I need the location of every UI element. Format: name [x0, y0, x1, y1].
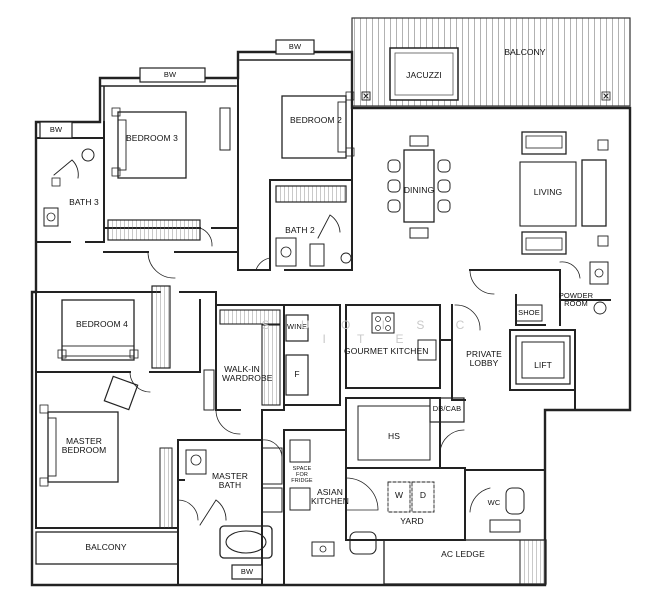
bedroom4-wardrobe: [151, 285, 171, 369]
lift-label: LIFT: [534, 360, 552, 370]
lobby-walls: [469, 269, 611, 391]
living-sofa-right: [581, 159, 607, 227]
asian-kitchen-label: ASIAN KITCHEN: [310, 487, 349, 507]
bedroom2-walls: [237, 59, 353, 271]
bedroom4-label: BEDROOM 4: [76, 319, 128, 329]
wine-label: WINE: [287, 322, 307, 331]
fridge-label: F: [294, 369, 300, 379]
bathtub: [219, 525, 273, 559]
bed2: [281, 95, 347, 159]
lift-shaft: [515, 335, 571, 385]
bw-top-center-label: BW: [288, 42, 302, 51]
outer-wall: [30, 50, 632, 587]
bw-bottom-label: BW: [240, 567, 254, 576]
washer-label: W: [394, 490, 404, 500]
dining-table: [403, 149, 435, 223]
bath3-label: BATH 3: [69, 197, 99, 207]
balcony-bottom-floor: [35, 531, 179, 565]
master-bedroom-label: MASTER BEDROOM: [61, 436, 107, 456]
jacuzzi-label: JACUZZI: [406, 70, 442, 80]
space-for-fridge-label: SPACE FOR FRIDGE: [291, 466, 313, 485]
master-bath-walls: [177, 439, 263, 586]
bedroom3-walls: [99, 59, 239, 271]
bedroom3-label: BEDROOM 3: [126, 133, 178, 143]
living-sofa-top: [521, 131, 567, 155]
gourmet-kitchen-label: GOURMET KITCHEN: [344, 346, 429, 356]
bedroom2-wardrobe: [275, 185, 347, 203]
walk-in-wardrobe-walls: [215, 304, 285, 441]
master-bath-label: MASTER BATH: [211, 471, 249, 491]
bedroom2-label: BEDROOM 2: [290, 115, 342, 125]
private-lobby-label: PRIVATE LOBBY: [466, 349, 502, 369]
bed3: [117, 111, 187, 179]
shoe-label: SHOE: [518, 308, 540, 317]
db-cab-label: DB/CAB: [432, 404, 462, 413]
bw-left-label: BW: [49, 125, 63, 134]
wc-label: WC: [487, 498, 501, 507]
powder-room-label: POWDER ROOM: [558, 291, 594, 309]
ac-ledge-label: AC LEDGE: [441, 549, 485, 559]
dryer-label: D: [419, 490, 427, 500]
wc-walls: [464, 469, 546, 541]
living-sofa-bottom: [521, 231, 567, 255]
balcony-top-label: BALCONY: [504, 47, 546, 57]
bed4: [61, 299, 135, 361]
bath2-label: BATH 2: [285, 225, 315, 235]
yard-walls: [345, 467, 466, 541]
gourmet-kitchen-walls: [345, 304, 453, 389]
balcony-bottom-label: BALCONY: [85, 542, 127, 552]
yard-label: YARD: [400, 516, 424, 526]
bedroom3-wardrobe: [107, 219, 201, 241]
ac-ledge-floor: [383, 539, 547, 585]
bedroom4-walls: [35, 291, 217, 411]
bw-top-left-label: BW: [163, 70, 177, 79]
dining-label: DINING: [403, 185, 435, 195]
asian-kitchen-walls: [283, 429, 347, 586]
living-label: LIVING: [533, 187, 563, 197]
hs-label: HS: [387, 431, 400, 441]
walk-in-wardrobe-label: WALK-IN WARDROBE: [222, 364, 273, 384]
watermark: S U O I S C I T E: [261, 318, 479, 346]
